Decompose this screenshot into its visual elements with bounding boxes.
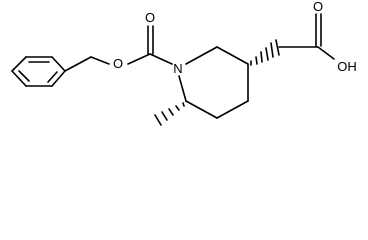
ch2-oxygen-bond xyxy=(90,56,110,65)
ring-bond xyxy=(178,75,187,102)
wedge-hash xyxy=(168,108,174,116)
carbamate-chain xyxy=(64,25,173,72)
benzene-bond xyxy=(51,56,66,72)
wedge-hash xyxy=(270,42,274,58)
ring-bond xyxy=(216,46,249,65)
wedge-hash xyxy=(154,114,162,126)
benzene-bond xyxy=(11,70,27,87)
ring-bond xyxy=(216,100,249,119)
wedge-hash xyxy=(182,102,185,107)
wedge-hash xyxy=(255,56,258,65)
ring-bond xyxy=(185,100,218,119)
wedge-hash xyxy=(175,105,180,111)
benzene-double-bond xyxy=(47,71,58,83)
nitrogen-label: N xyxy=(173,61,182,76)
oxygen-carbonyl-bond xyxy=(127,53,151,65)
structure-diagram: N O O O OH xyxy=(11,0,357,126)
benzene-bond xyxy=(11,56,27,72)
benzene-ring xyxy=(11,56,66,87)
wedge-hash xyxy=(275,39,280,56)
benzene-bond xyxy=(51,70,66,87)
aryl-ch2-bond xyxy=(64,56,92,72)
benzene-double-bond xyxy=(18,70,30,82)
wedge-hash xyxy=(161,111,168,121)
ring-bond xyxy=(185,46,218,65)
ester-oxygen-label: O xyxy=(113,56,123,71)
piperidine-ring xyxy=(178,46,249,119)
carbamate-carbonyl-oxygen-label: O xyxy=(145,10,155,25)
acid-hydroxyl-label: OH xyxy=(337,59,357,74)
carboxylic-acid xyxy=(278,13,335,60)
wedge-hash xyxy=(265,47,269,61)
methyl-hashed-wedge xyxy=(154,102,185,126)
wedge-hash xyxy=(260,51,263,63)
acid-hydroxyl-bond xyxy=(317,46,335,60)
acid-hashed-wedge xyxy=(250,39,280,66)
acid-carbonyl-oxygen-label: O xyxy=(313,0,323,14)
molecule-drawing: N O O O OH xyxy=(11,0,357,126)
carbonyl-nitrogen-bond xyxy=(149,53,173,65)
